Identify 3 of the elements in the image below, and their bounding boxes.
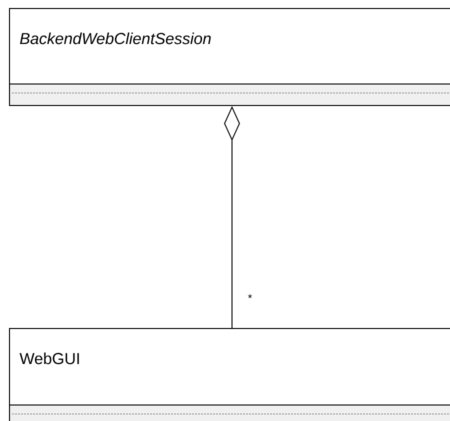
class-box: WebGUI [8, 328, 450, 421]
multiplicity-label: * [248, 294, 252, 298]
class-box: BackendWebClientSession [8, 8, 450, 106]
